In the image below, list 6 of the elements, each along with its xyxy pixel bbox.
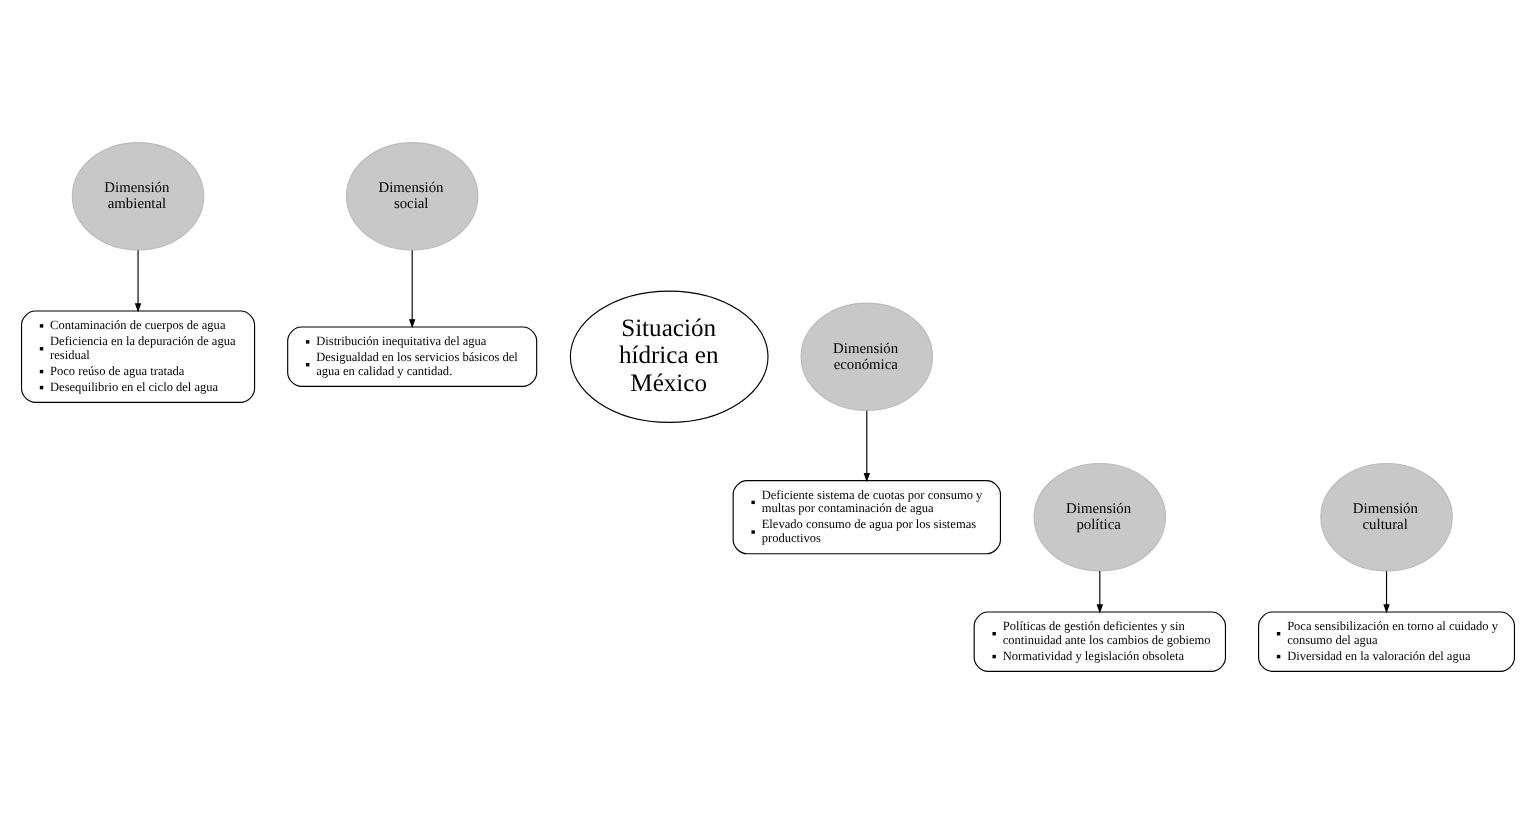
arrow — [134, 249, 142, 313]
arrow — [1096, 570, 1104, 614]
arrow — [1383, 570, 1390, 614]
arrow — [409, 249, 416, 329]
node-ellipse: Situación hídrica en México — [569, 290, 769, 423]
arrow — [863, 410, 870, 483]
